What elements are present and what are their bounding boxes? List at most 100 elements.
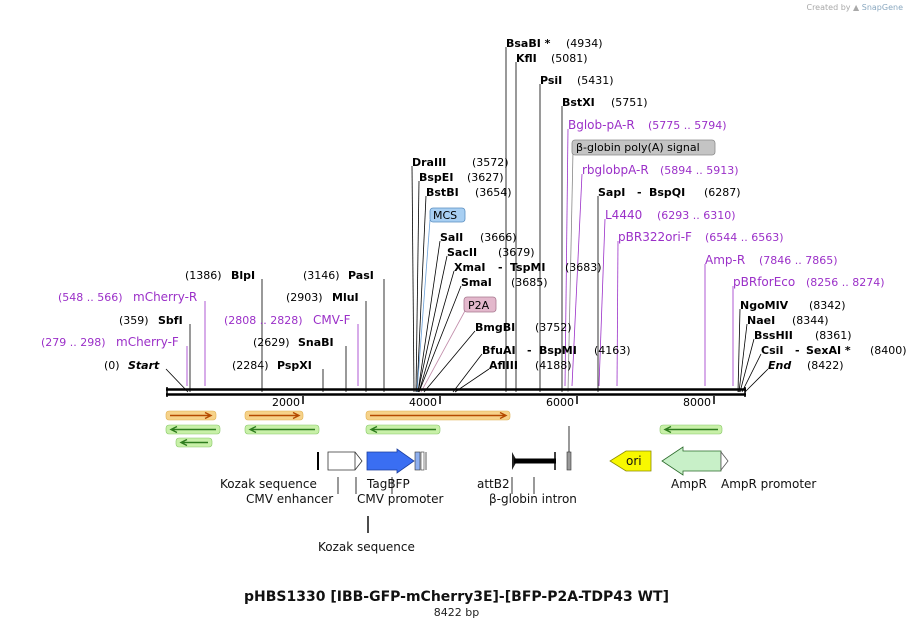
- primer-pos-pbr322: (6544 .. 6563): [705, 231, 784, 244]
- primer-arrow-left-1: [169, 425, 216, 434]
- site-name-bspei: BspEI: [419, 171, 453, 184]
- site-pos-bstbi: (3654): [475, 186, 512, 199]
- primer-arrow-left-4: [663, 425, 718, 434]
- leader-mcs: [416, 219, 431, 393]
- leader-bglob: [564, 128, 569, 387]
- site-pos-pspxi: (2284): [232, 359, 269, 372]
- primer-name-rbglob: rbglobpA-R: [582, 163, 649, 177]
- svg-text:-: -: [527, 344, 532, 357]
- leader-draiii: [411, 165, 415, 393]
- site-pos-bsabi: (4934): [566, 37, 603, 50]
- primer-name-pbr322: pBR322ori-F: [618, 230, 692, 244]
- bglobin-intron-bar: [514, 458, 556, 464]
- primer-arrows: [165, 410, 723, 448]
- site-pos-kfli: (5081): [551, 52, 588, 65]
- site-pos-bspei: (3627): [467, 171, 504, 184]
- tick-label-6000: 6000: [546, 396, 574, 409]
- leader-end: [744, 368, 769, 393]
- primer-pos-cmv-f: (2808 .. 2828): [224, 314, 303, 327]
- site-name-afliii: AflIII: [489, 359, 518, 372]
- tick-label-8000: 8000: [683, 396, 711, 409]
- svg-text:-: -: [795, 344, 800, 357]
- site-name-bstxi: BstXI: [562, 96, 595, 109]
- mcs-box: [414, 451, 421, 471]
- primer-pos-pbrfor: (8256 .. 8274): [806, 276, 885, 289]
- primer-name-mcherry-r: mCherry-R: [133, 290, 197, 304]
- site-name-sapi: SapI: [598, 186, 625, 199]
- site-name-naei: NaeI: [747, 314, 775, 327]
- site-pos-sbfi: (359): [119, 314, 149, 327]
- site-name-psii: PsiI: [540, 74, 562, 87]
- primer-arrow-right-1: [170, 411, 213, 420]
- site-name-sali: SalI: [440, 231, 463, 244]
- site-pos-naei: (8344): [792, 314, 829, 327]
- site-name-bstbi: BstBI: [426, 186, 459, 199]
- tag-mcs-box: [429, 207, 466, 223]
- site-name-start: Start: [128, 359, 160, 372]
- leader-p2a: [420, 308, 467, 393]
- site-pos-psii: (5431): [577, 74, 614, 87]
- site-pos-bmgbi: (3752): [535, 321, 572, 334]
- credit-label: Created by ▲ SnapGene: [806, 3, 903, 12]
- primer-pos-mcherry-f: (279 .. 298): [41, 336, 106, 349]
- site-name-blpi: BlpI: [231, 269, 255, 282]
- tag-bglobin-pa-box: [571, 139, 716, 156]
- tick-label-4000: 4000: [409, 396, 437, 409]
- leader-afliii: [454, 368, 490, 393]
- site-pos-afliii: (4188): [535, 359, 572, 372]
- svg-text:-: -: [637, 186, 642, 199]
- leader-bmgbi: [423, 330, 476, 393]
- site-pos-pasi: (3146): [303, 269, 340, 282]
- scale: 2000 4000 6000 8000: [272, 396, 715, 409]
- leader-pbr322: [616, 240, 619, 387]
- feature-label-attb2: attB2: [477, 477, 510, 491]
- site-name-xmai: XmaI: [454, 261, 485, 274]
- feature-labels: Kozak sequence CMV enhancer CMV promoter…: [220, 454, 816, 554]
- svg-text:-: -: [498, 261, 503, 274]
- site-pos-csii: (8400): [870, 344, 907, 357]
- site-pos-mlui: (2903): [286, 291, 323, 304]
- primer-name-bglob: Bglob-pA-R: [568, 118, 635, 132]
- site-name-ngomiv: NgoMIV: [740, 299, 789, 312]
- primer-name-cmv-f: CMV-F: [313, 313, 351, 327]
- site-pos-end: (8422): [807, 359, 844, 372]
- leader-lines: [165, 47, 769, 393]
- tag-mcs-label: MCS: [433, 209, 457, 222]
- site-name-bsabi: BsaBI *: [506, 37, 551, 50]
- leader-xmai: [418, 270, 455, 393]
- ampr-promoter-arrow: [720, 450, 729, 472]
- primer-pos-ampr: (7846 .. 7865): [759, 254, 838, 267]
- primer-pos-l4440: (6293 .. 6310): [657, 209, 736, 222]
- site-pos-blpi: (1386): [185, 269, 222, 282]
- tag-p2a-box: [463, 296, 497, 313]
- primer-name-l4440: L4440: [605, 208, 642, 222]
- site-pos-sapi: (6287): [704, 186, 741, 199]
- site-pos-bfuai: (4163): [594, 344, 631, 357]
- primer-name-mcherry-f: mCherry-F: [116, 335, 179, 349]
- site-name-sacii: SacII: [447, 246, 477, 259]
- leader-bfuai: [452, 353, 483, 393]
- site-pos-sacii: (3679): [498, 246, 535, 259]
- site-name-bspmi: BspMI: [539, 344, 577, 357]
- site-name-pspxi: PspXI: [277, 359, 312, 372]
- left-labels: (0) Start (2284) PspXI (2629) SnaBI (290…: [41, 269, 374, 372]
- p2a-box: [420, 451, 425, 471]
- feature-label-bglobin-intron: β-globin intron: [489, 492, 577, 506]
- leader-bstbi: [416, 195, 427, 393]
- plasmid-length: 8422 bp: [433, 606, 480, 619]
- leader-bglobin-pa: [567, 150, 574, 393]
- site-name-mlui: MluI: [332, 291, 359, 304]
- leader-bsshii: [739, 338, 755, 393]
- site-name-bfuai: BfuAI: [482, 344, 516, 357]
- site-name-bspqi: BspQI: [649, 186, 685, 199]
- snapgene-logo-icon: ▲: [853, 3, 860, 12]
- site-pos-bsshii: (8361): [815, 329, 852, 342]
- site-name-snabi: SnaBI: [298, 336, 334, 349]
- right-labels: DraIII (3572) BspEI (3627) BstBI (3654) …: [412, 37, 907, 372]
- backbone: [166, 387, 746, 397]
- site-pos-xmai: (3683): [565, 261, 602, 274]
- site-name-csii: CsiI: [761, 344, 783, 357]
- site-pos-draiii: (3572): [472, 156, 509, 169]
- leader-rbglob: [571, 173, 583, 387]
- leader-bspei: [415, 180, 420, 393]
